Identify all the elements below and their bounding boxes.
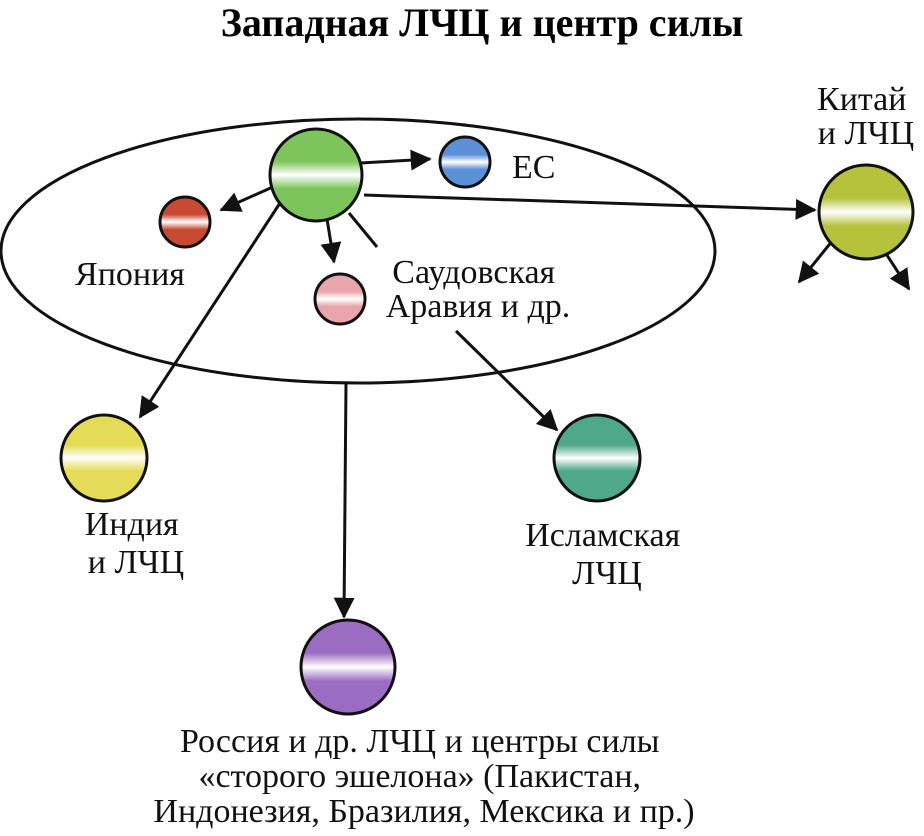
- india-node: [59, 413, 149, 503]
- russia-label-line-3: Индонезия, Бразилия, Мексика и пр.): [153, 793, 694, 830]
- arrow-to-russia: [333, 382, 355, 619]
- japan-node: [158, 195, 212, 249]
- india-label-line-1: Индия: [85, 506, 179, 543]
- india-label: Индия и ЛЧЦ: [85, 506, 187, 581]
- islamic-civilization-label: Исламская ЛЧЦ: [525, 517, 689, 592]
- arrow-center-to-eu: [360, 149, 432, 171]
- russia-node: [299, 618, 397, 716]
- islamic-label-line-2: ЛЧЦ: [572, 555, 642, 592]
- western-civilization-ellipse: [0, 117, 717, 385]
- arrow-saudi-to-islamic: [454, 329, 559, 432]
- china-label-line-1: Китай: [817, 81, 906, 118]
- arrow-center-to-saudi: [320, 218, 342, 264]
- china-label: Китай и ЛЧЦ: [817, 81, 915, 152]
- russia-label-line-1: Россия и др. ЛЧЦ и центры силы: [180, 723, 660, 760]
- islamic-label-line-1: Исламская: [525, 517, 680, 554]
- eu-node: [438, 135, 492, 189]
- japan-label: Япония: [75, 256, 185, 293]
- islamic-civilization-node: [552, 413, 642, 503]
- russia-label: Россия и др. ЛЧЦ и центры силы «сторого …: [153, 723, 694, 830]
- arrow-center-to-india: [138, 199, 284, 419]
- saudi-label-line-1: Саудовская: [392, 254, 555, 291]
- china-label-line-2: и ЛЧЦ: [818, 115, 914, 152]
- leader-line-saudi-label: [347, 212, 379, 248]
- eu-label: ЕС: [512, 149, 555, 186]
- arrow-china-out-left: [797, 239, 835, 284]
- russia-label-line-2: «сторого эшелона» (Пакистан,: [198, 758, 641, 795]
- diagram-title: Западная ЛЧЦ и центр силы: [221, 0, 744, 45]
- arrow-center-to-japan: [219, 184, 276, 212]
- saudi-arabia-label: Саудовская Аравия и др.: [386, 254, 571, 325]
- west-power-center-node: [268, 127, 364, 223]
- china-node: [817, 163, 915, 261]
- arrow-center-to-china: [363, 193, 817, 220]
- saudi-arabia-node: [313, 272, 367, 326]
- saudi-label-line-2: Аравия и др.: [386, 288, 571, 325]
- india-label-line-2: и ЛЧЦ: [88, 544, 184, 581]
